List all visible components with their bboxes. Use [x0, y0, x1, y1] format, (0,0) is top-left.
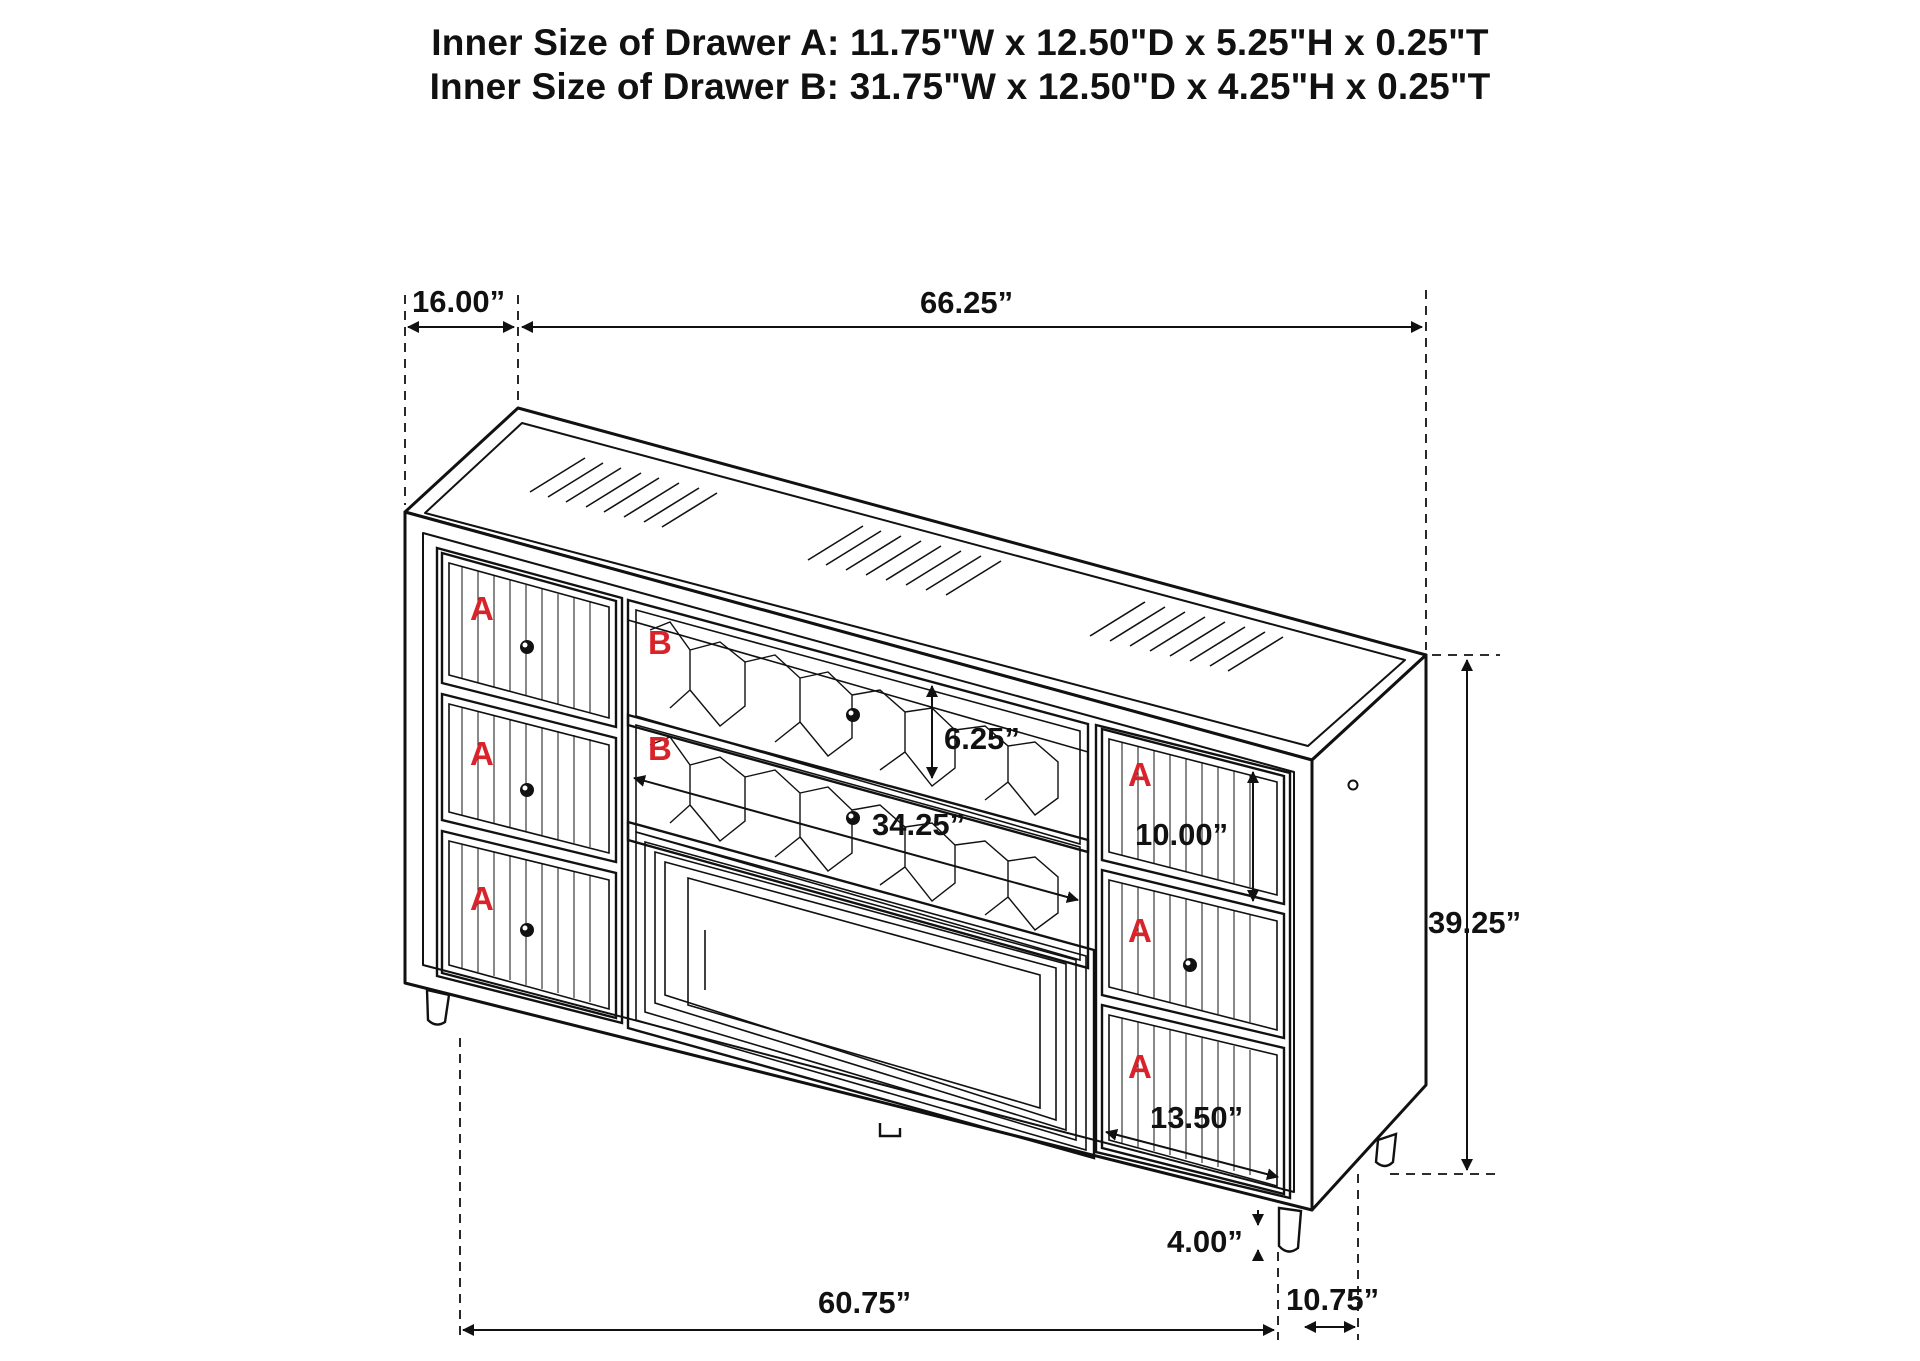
leg-front-right [1277, 1206, 1303, 1253]
dresser-top-inset [424, 422, 1406, 747]
left-drawer-2 [440, 692, 618, 864]
dresser-side-face [1310, 653, 1428, 1212]
arrow-drawer-a-width [1105, 1128, 1279, 1181]
drawer-a-inner-size: Inner Size of Drawer A: 11.75"W x 12.50"… [431, 22, 1489, 63]
right-drawer-3 [1100, 1003, 1286, 1196]
top-glass-reflections [529, 457, 1284, 672]
label-drawer-b-height: 6.25” [944, 721, 1020, 756]
tag-center-drawer-2: B [648, 730, 672, 767]
tag-right-drawer-1: A [1128, 756, 1152, 793]
label-drawer-a-width: 13.50” [1150, 1100, 1243, 1135]
left-drawer-1 [440, 551, 618, 729]
right-drawer-column [1094, 723, 1292, 1200]
tag-right-drawer-3: A [1128, 1048, 1152, 1085]
label-leg-span: 60.75” [818, 1285, 911, 1320]
tag-left-drawer-3: A [470, 880, 494, 917]
tag-left-drawer-2: A [470, 735, 494, 772]
right-drawer-1 [1100, 727, 1286, 906]
right-drawer-2 [1100, 868, 1286, 1040]
drawer-b-inner-size: Inner Size of Drawer B: 31.75"W x 12.50"… [429, 66, 1491, 107]
label-drawer-a-height: 10.00” [1135, 817, 1228, 852]
arrow-drawer-b-width [633, 775, 1079, 903]
label-depth-top: 16.00” [412, 284, 505, 319]
side-keyhole [1347, 779, 1359, 791]
dresser-front-frame [422, 532, 1295, 1193]
leg-back-right [1374, 1132, 1398, 1168]
legs [425, 988, 1398, 1253]
leg-front-left [425, 988, 451, 1026]
center-door-panel [626, 820, 1096, 1160]
label-width-top: 66.25” [920, 285, 1013, 320]
dimension-arrows [407, 321, 1473, 1336]
label-leg-depth: 10.75” [1286, 1282, 1379, 1317]
left-drawer-column [435, 546, 624, 1025]
tag-center-drawer-1: B [648, 624, 672, 661]
tag-left-drawer-1: A [470, 590, 494, 627]
extension-lines [404, 290, 1500, 1340]
tag-right-drawer-2: A [1128, 912, 1152, 949]
label-overall-height: 39.25” [1428, 905, 1521, 940]
label-drawer-b-width: 34.25” [872, 807, 965, 842]
left-drawer-3 [440, 829, 618, 1020]
label-leg-height: 4.00” [1167, 1224, 1243, 1259]
